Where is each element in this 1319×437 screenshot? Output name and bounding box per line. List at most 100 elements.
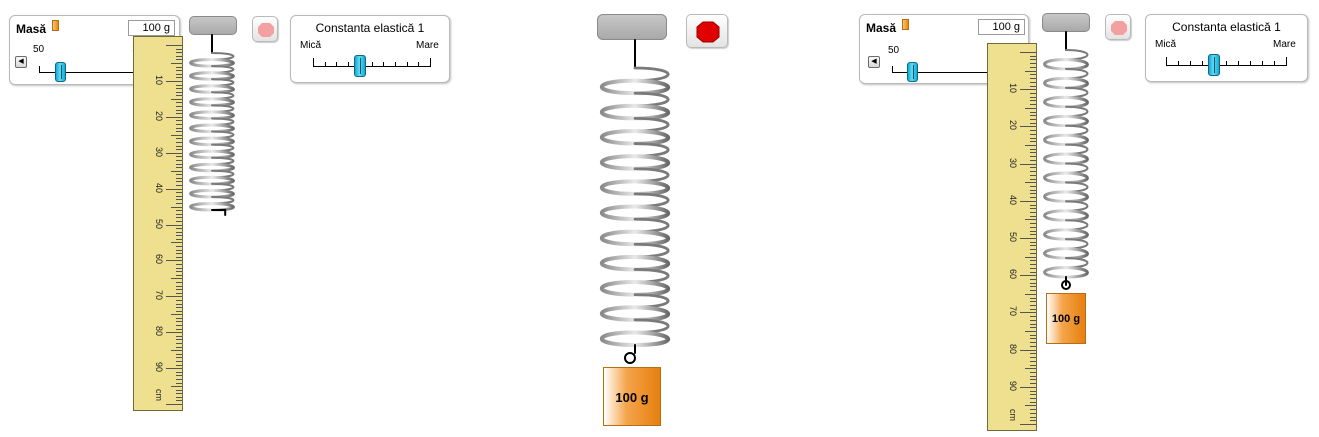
spring[interactable]	[590, 39, 680, 370]
ruler-tick	[176, 339, 182, 341]
mass-weight[interactable]: 100 g	[1046, 293, 1086, 344]
left-arrow-icon[interactable]: ◀	[868, 56, 880, 68]
spring-constant-panel: Constanta elastică 1 Mică Mare	[290, 15, 450, 83]
ruler-label: 70	[1008, 306, 1018, 317]
spring-constant-slider-tick	[418, 62, 419, 66]
spring-constant-slider-tick	[336, 62, 337, 66]
ruler-label: 50	[1008, 231, 1018, 242]
ruler-tick	[1030, 249, 1036, 251]
ruler-tick	[1030, 156, 1036, 158]
ruler-tick	[176, 102, 182, 104]
mass-slider-track[interactable]	[39, 72, 149, 73]
ruler-tick	[176, 91, 182, 93]
ruler-tick	[176, 235, 182, 237]
stop-button[interactable]	[686, 14, 728, 48]
spring-coil-front	[1043, 76, 1089, 90]
stop-button[interactable]	[1105, 14, 1131, 40]
ruler-tick	[166, 332, 182, 334]
mass-weight-icon	[52, 20, 59, 31]
ruler-tick	[176, 299, 182, 301]
ruler-tick	[1030, 212, 1036, 213]
ruler-tick	[1030, 319, 1036, 321]
ruler-tick	[176, 106, 182, 107]
spring-constant-slider[interactable]	[313, 55, 431, 77]
ruler-tick	[1030, 130, 1036, 132]
left-arrow-icon[interactable]: ◀	[15, 56, 27, 68]
spring-coil-front	[600, 254, 671, 272]
ruler-tick	[176, 396, 182, 398]
ruler-tick	[176, 77, 182, 79]
spring-end	[211, 209, 227, 216]
spring-constant-panel: Constanta elastică 1 Mică Mare	[1145, 14, 1308, 82]
ruler-tick	[1025, 107, 1036, 109]
ruler-tick	[1020, 200, 1036, 202]
ruler-tick	[1025, 256, 1036, 258]
mass-value-field[interactable]: 100 g	[978, 19, 1025, 35]
ruler-tick	[1030, 141, 1036, 143]
spring-constant-slider-track	[313, 66, 431, 67]
ruler-tick	[1030, 338, 1036, 340]
ruler-tick	[166, 45, 182, 46]
ruler-tick	[176, 167, 182, 169]
mass-weight[interactable]: 100 g	[603, 367, 661, 426]
ruler-tick	[1030, 398, 1036, 399]
spring-coil-front	[600, 78, 671, 96]
spring-constant-slider-tick	[395, 62, 396, 66]
ruler-tick	[1030, 297, 1036, 299]
ruler-tick	[171, 62, 182, 64]
ruler-tick	[171, 242, 182, 244]
ruler-tick	[176, 400, 182, 402]
spring-coil-front	[1043, 171, 1089, 184]
ruler-tick	[166, 260, 182, 262]
spring-coil-front	[1043, 228, 1089, 241]
ruler-tick	[1030, 137, 1036, 139]
spring-coil-front	[1043, 95, 1089, 109]
ruler-tick	[176, 274, 182, 276]
ruler-tick	[1030, 81, 1036, 83]
spring-constant-slider-thumb[interactable]	[354, 55, 366, 77]
ruler-tick	[176, 185, 182, 186]
ruler-tick	[176, 73, 182, 75]
ruler-tick	[1030, 390, 1036, 392]
spring-coil-front	[1043, 114, 1089, 128]
ruler-tick	[1030, 290, 1036, 292]
ruler-tick	[176, 371, 182, 373]
ruler-tick	[1030, 178, 1036, 180]
mass-slider-thumb[interactable]	[907, 62, 918, 82]
ruler-tick	[1025, 331, 1036, 332]
ruler-label: 30	[1008, 157, 1018, 168]
ruler-tick	[176, 141, 182, 143]
spring-constant-slider[interactable]	[1166, 54, 1287, 76]
ruler-tick	[1030, 215, 1036, 217]
ruler-tick	[1030, 383, 1036, 385]
stop-octagon	[1111, 21, 1127, 35]
spring-constant-title: Constanta elastică 1	[315, 21, 425, 35]
ruler-tick	[1030, 230, 1036, 232]
spring[interactable]	[1038, 31, 1098, 292]
ruler-tick	[176, 303, 182, 305]
ruler-tick	[166, 404, 182, 405]
ruler-tick	[1030, 152, 1036, 154]
ruler-tick	[176, 174, 182, 176]
ruler-tick	[1020, 312, 1036, 314]
ruler-tick	[166, 188, 182, 190]
mass-value-field[interactable]: 100 g	[128, 20, 175, 36]
ruler-tick	[1030, 323, 1036, 325]
stop-button[interactable]	[252, 16, 278, 42]
ruler-tick	[176, 213, 182, 215]
mass-slider-thumb[interactable]	[55, 62, 66, 82]
spring-constant-slider-thumb[interactable]	[1208, 54, 1220, 76]
mass-weight-icon	[902, 19, 909, 30]
ruler-tick	[171, 314, 182, 316]
ruler-tick	[176, 95, 182, 97]
ruler-tick	[1030, 264, 1036, 265]
spring[interactable]	[185, 34, 245, 225]
mass-slider-track[interactable]	[892, 72, 1002, 73]
ruler-tick	[1025, 70, 1036, 72]
ruler-tick	[176, 289, 182, 291]
ruler-tick	[176, 393, 182, 395]
ruler-label: 80	[1008, 343, 1018, 354]
ruler-tick	[176, 177, 182, 179]
